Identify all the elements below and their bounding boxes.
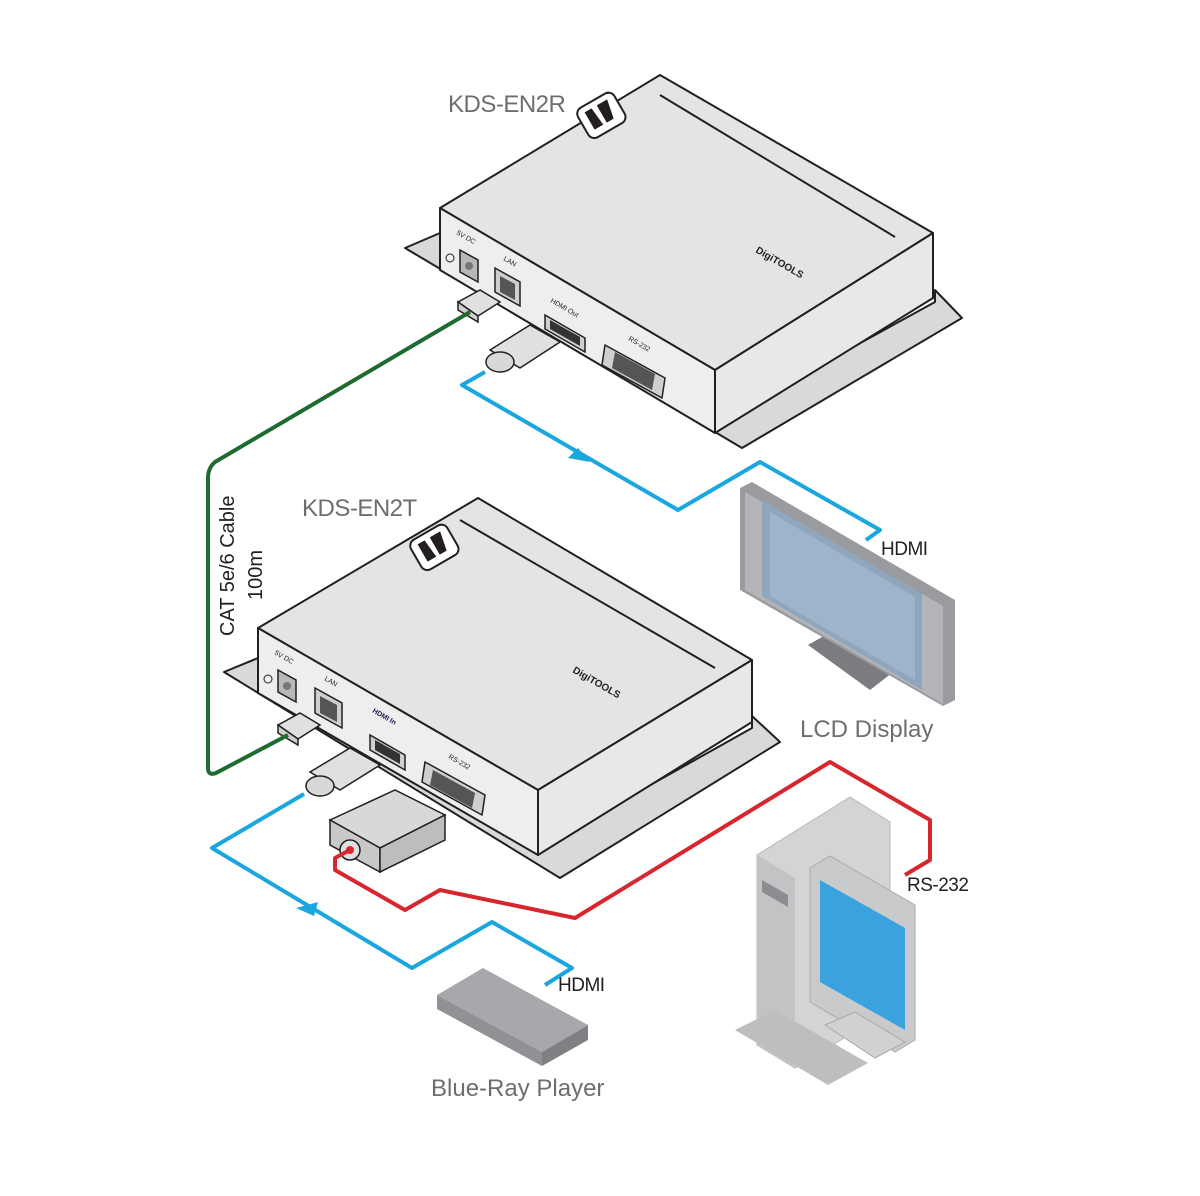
transmitter-hdmi-in-port[interactable] (369, 733, 406, 772)
receiver-power-port[interactable] (445, 248, 479, 284)
pc-monitor-screen (820, 880, 905, 1030)
transmitter-top-groove (459, 519, 716, 669)
hdmi-flow-arrow-icon (568, 448, 590, 462)
receiver-side-face (714, 232, 934, 434)
transmitter-hdmi-plug (305, 747, 382, 797)
receiver-device: DigiTOOLS 5V DC LAN HDMI Out RS-232 (404, 74, 963, 449)
hdmi-cable-from-player (210, 792, 574, 987)
lcd-display (740, 482, 955, 706)
power-icon (445, 253, 455, 263)
transmitter-side-face (537, 659, 753, 856)
transmitter-lan-port[interactable] (314, 686, 343, 730)
pc-rs232-label: RS-232 (907, 875, 968, 896)
hdmi-cable-to-display (460, 370, 882, 542)
blu-ray-player-label: Blue-Ray Player (431, 1075, 604, 1102)
kramer-logo-icon (409, 523, 460, 572)
receiver-top-groove (659, 94, 896, 238)
cat-cable-label-line1: CAT 5e/6 Cable (217, 496, 239, 636)
pc-workstation (735, 796, 916, 1085)
transmitter-device: DigiTOOLS 5V DC LAN HDMI In RS-232 (223, 497, 781, 879)
transmitter-rs232-plug (328, 789, 447, 874)
player-hdmi-label: HDMI (558, 975, 605, 996)
cat-cable-label-line2: 100m (245, 550, 267, 600)
receiver-hdmi-out-port[interactable] (544, 313, 586, 354)
receiver-model-label: KDS-EN2R (448, 91, 566, 118)
receiver-rs232-port[interactable] (601, 343, 666, 400)
player-top (437, 968, 588, 1052)
transmitter-rs232-port[interactable] (421, 760, 486, 817)
receiver-hdmi-plug (485, 324, 562, 373)
rs232-cable (333, 760, 932, 920)
blu-ray-player (437, 968, 588, 1066)
transmitter-model-label: KDS-EN2T (302, 495, 418, 522)
pc-keyboard (735, 1010, 868, 1085)
power-icon (263, 674, 273, 684)
kramer-logo-icon (576, 91, 627, 140)
receiver-lan-port[interactable] (494, 266, 521, 308)
lcd-hdmi-label: HDMI (881, 539, 928, 560)
hdmi-flow-arrow-icon (296, 902, 318, 916)
cat-cable (206, 310, 472, 776)
transmitter-power-port[interactable] (263, 668, 297, 704)
lcd-display-label: LCD Display (800, 716, 933, 743)
